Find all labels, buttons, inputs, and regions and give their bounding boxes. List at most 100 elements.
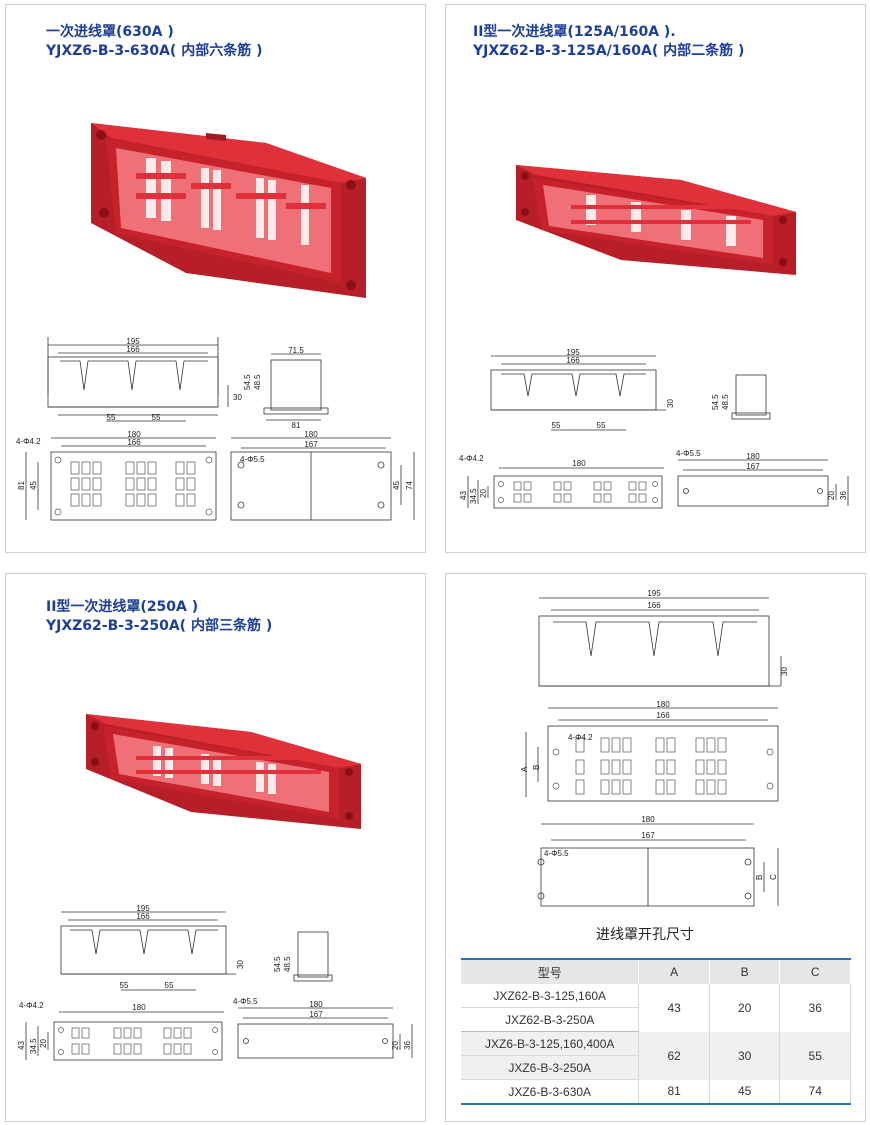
dim-167: 167: [641, 831, 655, 840]
drawing-cutout: 180 167 4-Φ5.5 B C: [537, 815, 779, 907]
panel-125-160a: II型一次进线罩(125A/160A ). YJXZ62-B-3-125A/16…: [445, 4, 866, 553]
header-a: A: [638, 958, 710, 984]
value-a: 43: [638, 984, 710, 1032]
dim-34-5: 34.5: [29, 1038, 38, 1054]
drawing-cutout: 4-Φ5.5 180 167 20 36: [233, 997, 413, 1059]
dim-55b: 55: [165, 981, 174, 990]
dim-36: 36: [839, 491, 848, 500]
value-b: 45: [709, 1079, 781, 1105]
drawing-top-view: 4-Φ4.2 180 43 34.5 20: [17, 1001, 224, 1061]
title-line-2: YJXZ62-B-3-250A( 内部三条筋 ): [46, 618, 273, 634]
drawing-front-view: 195 166 55 55 30: [47, 337, 242, 422]
dim-166: 166: [126, 345, 140, 354]
dim-180: 180: [132, 1003, 146, 1012]
dim-166b: 166: [656, 711, 670, 720]
dim-48-5: 48.5: [721, 394, 730, 410]
hole-4-55: 4-Φ5.5: [233, 997, 258, 1006]
dim-36: 36: [403, 1041, 412, 1050]
spec-table: 型号 A B C JXZ62-B-3-125,160A 43 20 36 JXZ…: [461, 958, 851, 1105]
drawing-cutout: 4-Φ5.5 180 167 20 36: [676, 449, 849, 507]
drawing-side-view: 71.5 54.5 48.5 81: [243, 346, 329, 430]
drawing-top-view: 180 166 4-Φ4.2 A B: [520, 700, 779, 802]
table-header-row: 型号 A B C: [461, 958, 851, 984]
dim-30: 30: [780, 667, 789, 676]
dim-43: 43: [17, 1041, 26, 1050]
hole-4-42: 4-Φ4.2: [459, 454, 484, 463]
dim-167: 167: [746, 462, 760, 471]
value-b: 30: [709, 1031, 781, 1080]
dim-180: 180: [572, 459, 586, 468]
dim-195: 195: [647, 589, 661, 598]
header-c: C: [779, 958, 851, 984]
dim-20b: 20: [391, 1041, 400, 1050]
dim-30: 30: [233, 393, 242, 402]
dim-195: 195: [126, 337, 140, 346]
dim-180: 180: [127, 430, 141, 439]
model-cell: JXZ62-B-3-250A: [461, 1007, 640, 1032]
dim-55b: 55: [152, 413, 161, 422]
value-c: 36: [779, 984, 851, 1032]
table-row: JXZ6-B-3-250A: [461, 1055, 851, 1080]
drawing-side-view: 54.5 48.5: [273, 931, 333, 982]
panel-630a: 一次进线罩(630A ) YJXZ6-B-3-630A( 内部六条筋 ): [5, 4, 426, 553]
panel-250a: II型一次进线罩(250A ) YJXZ62-B-3-250A( 内部三条筋 )…: [5, 573, 426, 1122]
dim-43: 43: [459, 491, 468, 500]
dim-180b: 180: [304, 430, 318, 439]
model-cell: JXZ6-B-3-630A: [461, 1079, 640, 1105]
drawing-top-view: 180 166 4-Φ4.2 81 45: [16, 430, 217, 521]
title-line-2: YJXZ6-B-3-630A( 内部六条筋 ): [46, 43, 263, 59]
dim-b2: B: [755, 875, 764, 880]
hole-4-55: 4-Φ5.5: [240, 455, 265, 464]
drawing-top-view: 4-Φ4.2 180 43 34.5 20: [459, 454, 664, 509]
title-line-1: 一次进线罩(630A ): [46, 24, 174, 40]
header-model: 型号: [461, 958, 640, 984]
dim-166: 166: [647, 601, 661, 610]
dim-30: 30: [236, 960, 245, 969]
dim-167: 167: [309, 1010, 323, 1019]
dim-180: 180: [656, 700, 670, 709]
hole-4-42: 4-Φ4.2: [16, 437, 41, 446]
dim-54-5: 54.5: [243, 374, 252, 390]
dim-195: 195: [136, 904, 150, 913]
dim-195: 195: [566, 348, 580, 357]
hole-4-42: 4-Φ4.2: [19, 1001, 44, 1010]
title-line-1: II型一次进线罩(250A ): [46, 599, 199, 615]
dim-180b: 180: [641, 815, 655, 824]
dim-74: 74: [405, 481, 414, 490]
drawing-front-view: 195 166 30: [538, 589, 789, 687]
dim-34-5: 34.5: [469, 488, 478, 504]
dim-48-5: 48.5: [283, 956, 292, 972]
dim-20: 20: [39, 1039, 48, 1048]
panel-cutout-dimensions: 195 166 30 180 166 4-Φ4.2 A B: [445, 573, 866, 1122]
dim-55a: 55: [552, 421, 561, 430]
table-row: JXZ6-B-3-125,160,400A 62 30 55: [461, 1031, 851, 1080]
drawing-cutout: 180 167 4-Φ5.5 45 74: [230, 430, 415, 521]
model-cell: JXZ6-B-3-125,160,400A: [461, 1031, 640, 1056]
cover-3d-image: [91, 123, 366, 298]
value-b: 20: [709, 984, 781, 1032]
dim-55b: 55: [597, 421, 606, 430]
dim-48-5: 48.5: [253, 374, 262, 390]
dim-54-5: 54.5: [273, 956, 282, 972]
dim-30: 30: [666, 399, 675, 408]
hole-4-55: 4-Φ5.5: [676, 449, 701, 458]
table-row: JXZ62-B-3-250A: [461, 1007, 851, 1032]
dim-54-5: 54.5: [711, 394, 720, 410]
cover-3d-image: [86, 714, 361, 829]
hole-4-42: 4-Φ4.2: [568, 733, 593, 742]
value-c: 74: [779, 1079, 851, 1105]
value-a: 81: [638, 1079, 710, 1105]
dim-45b: 45: [392, 481, 401, 490]
dim-166: 166: [566, 356, 580, 365]
dim-81-h: 81: [17, 481, 26, 490]
drawing-front-view: 195 166 55 55 30: [60, 904, 245, 991]
dim-20: 20: [479, 489, 488, 498]
drawing-side-view: 54.5 48.5: [711, 374, 771, 420]
panel-title: II型一次进线罩(250A ) YJXZ62-B-3-250A( 内部三条筋 ): [46, 598, 272, 636]
dim-c: C: [769, 874, 778, 880]
header-b: B: [709, 958, 781, 984]
dim-180b: 180: [746, 452, 760, 461]
dim-55a: 55: [107, 413, 116, 422]
model-cell: JXZ6-B-3-250A: [461, 1055, 640, 1080]
dim-71-5: 71.5: [288, 346, 304, 355]
